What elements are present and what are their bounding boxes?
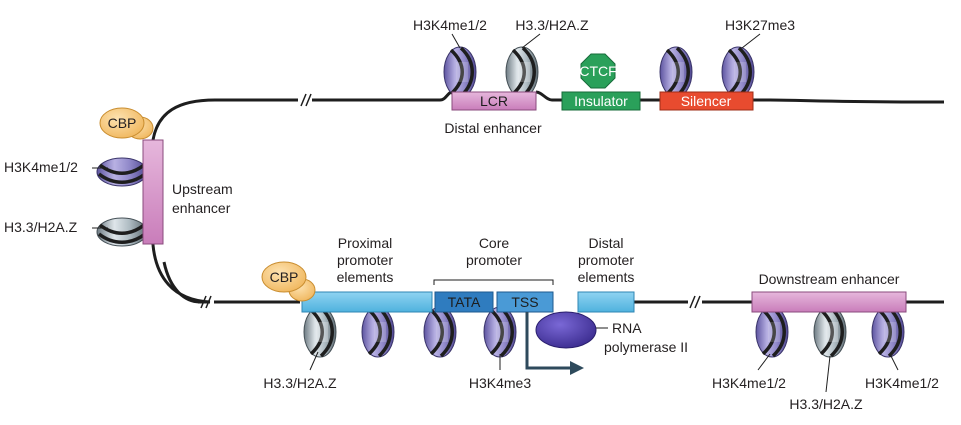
label-upstream-h3k4: H3K4me1/2 (4, 159, 78, 175)
nucleosome-h3k4me1-2-top (442, 45, 478, 99)
silencer-label: Silencer (681, 93, 732, 109)
upstream-enhancer-box (142, 139, 164, 245)
downstream-enhancer-box (751, 291, 907, 313)
label-core-l1: Core (479, 235, 510, 251)
nucleosome-proximal-h33 (302, 305, 338, 359)
distal-promoter-box (577, 291, 635, 313)
label-ds-h3k4-left: H3K4me1/2 (712, 375, 786, 391)
leader-line (521, 33, 541, 49)
label-upstream-line2: enhancer (172, 200, 231, 216)
rna-polymerase-ii (535, 311, 597, 349)
label-h3k27me3: H3K27me3 (725, 17, 795, 33)
label-h3k4me1-2-top: H3K4me1/2 (413, 17, 487, 33)
nucleosome-downstream-1 (754, 305, 790, 359)
nucleosome-h33-h2az-top (504, 45, 540, 99)
label-distal-l3: elements (578, 269, 635, 285)
label-distal-enhancer: Distal enhancer (444, 120, 542, 136)
ctcf-label: CTCF (579, 63, 616, 79)
tss-label: TSS (511, 294, 538, 310)
tata-box (434, 291, 494, 313)
cbp-label-bottom: CBP (270, 269, 299, 285)
bottom-strand: CBP TATA TSS Proximal promoter elements … (261, 235, 939, 412)
nucleosome-silencer-1 (658, 45, 694, 99)
insulator-label: Insulator (574, 93, 628, 109)
dna-break-marks (200, 93, 701, 309)
nucleosome-proximal-2 (360, 305, 396, 359)
upstream-enhancer: CBP H3K4me1/2 H3.3/H2A.Z Upstream enhanc… (4, 107, 233, 248)
label-upstream-h33: H3.3/H2A.Z (4, 219, 78, 235)
leader-line (889, 353, 899, 371)
label-rna-l2: polymerase II (604, 339, 688, 355)
label-rna-l1: RNA (612, 320, 642, 336)
tss-box (496, 291, 554, 313)
cbp-protein-bottom (261, 261, 307, 293)
nucleosome-downstream-h33 (812, 305, 848, 359)
label-proximal-l3: elements (337, 269, 394, 285)
top-strand: LCR CTCF Insulator Silencer H3K4me1/2 H3… (413, 17, 795, 136)
leader-line (451, 33, 461, 49)
leader-line (757, 353, 771, 371)
nucleosome-upstream-h33 (95, 216, 149, 248)
label-h33-h2az-top: H3.3/H2A.Z (515, 17, 589, 33)
insulator-box (561, 91, 641, 111)
label-proximal-l1: Proximal (338, 235, 392, 251)
label-proximal-l2: promoter (337, 252, 393, 268)
core-promoter-bracket (433, 279, 554, 285)
transcription-arrow (525, 312, 574, 370)
nucleosome-core-h3k4me3 (482, 305, 518, 359)
label-distal-l2: promoter (578, 252, 634, 268)
label-bottom-h33: H3.3/H2A.Z (263, 375, 337, 391)
silencer-box (659, 91, 754, 111)
tata-label: TATA (448, 294, 481, 310)
leader-line (309, 351, 319, 371)
label-upstream-line1: Upstream (172, 181, 233, 197)
cbp-label-upstream: CBP (108, 115, 137, 131)
label-core-l2: promoter (466, 252, 522, 268)
leader-line (741, 33, 761, 49)
label-h3k4me3: H3K4me3 (469, 375, 531, 391)
label-ds-h33: H3.3/H2A.Z (789, 396, 863, 412)
nucleosome-silencer-2 (720, 45, 756, 99)
ctcf-protein (580, 53, 616, 89)
nucleosome-downstream-3 (870, 305, 906, 359)
label-distal-l1: Distal (588, 235, 623, 251)
lcr-label: LCR (480, 93, 508, 109)
nucleosome-core-1 (422, 305, 458, 359)
label-downstream-enhancer: Downstream enhancer (759, 271, 900, 287)
lcr-box (451, 91, 537, 111)
transcription-arrowhead (570, 361, 584, 375)
proximal-promoter-box (301, 291, 433, 313)
cbp-protein-upstream (99, 107, 145, 139)
label-ds-h3k4-right: H3K4me1/2 (865, 375, 939, 391)
leader-line (825, 355, 831, 393)
nucleosome-upstream-h3k4 (95, 156, 149, 188)
